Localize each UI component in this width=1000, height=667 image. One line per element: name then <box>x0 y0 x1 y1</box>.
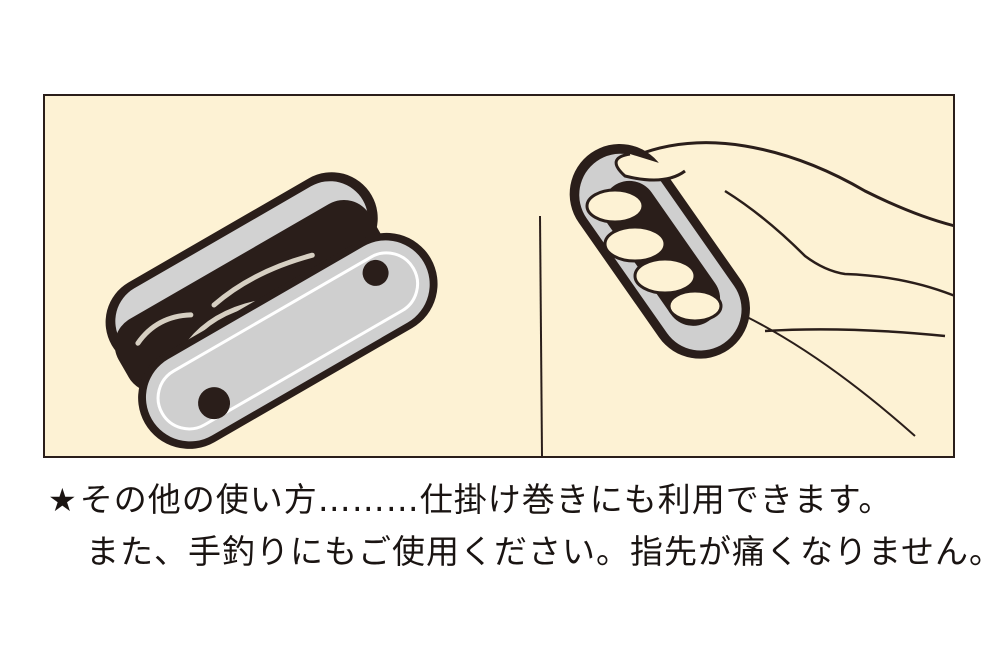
fishing-line-vertical <box>539 215 543 456</box>
caption-line-1: ★その他の使い方………仕掛け巻きにも利用できます。 <box>48 474 968 526</box>
illustration-panel <box>43 94 955 458</box>
winder-hole-right <box>362 259 389 286</box>
thumb-outline <box>634 141 953 228</box>
finger-3 <box>633 257 697 295</box>
line-winder-illustration <box>105 172 438 449</box>
caption-line-2: また、手釣りにもご使用ください。指先が痛くなりません。 <box>86 532 1000 571</box>
fingers <box>585 188 723 323</box>
winder-hole-left <box>198 387 231 420</box>
line-highlights <box>135 252 315 368</box>
finger-4 <box>667 289 723 323</box>
caption-text-1: その他の使い方………仕掛け巻きにも利用できます。 <box>79 480 893 519</box>
wrist-outline <box>764 328 946 338</box>
hand-winding-illustration <box>539 141 953 456</box>
star-icon: ★ <box>48 481 78 519</box>
usage-caption: ★その他の使い方………仕掛け巻きにも利用できます。 また、手釣りにもご使用くださ… <box>48 474 1000 578</box>
finger-1 <box>585 188 645 224</box>
fishing-line-diagonal <box>744 315 916 437</box>
illustration <box>105 141 953 456</box>
palm-outline <box>724 189 953 297</box>
finger-2 <box>603 225 667 263</box>
thumb-tip <box>614 152 686 182</box>
winder-front-rim <box>156 251 420 431</box>
